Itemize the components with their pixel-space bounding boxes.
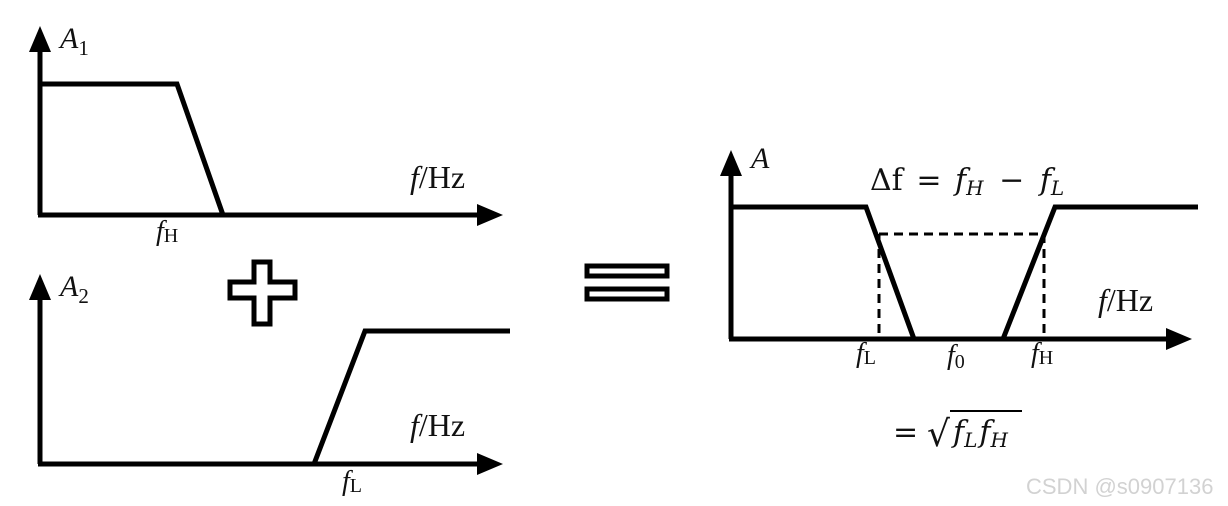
lowpass-y-axis-arrow-icon xyxy=(29,26,51,52)
lowpass-cutoff-label: fH xyxy=(156,216,178,247)
watermark-text: CSDN @s0907136 xyxy=(1026,474,1213,499)
bandstop-tick-f0: f0 xyxy=(947,340,965,373)
bandstop-x-label: f/Hz xyxy=(1098,282,1153,318)
highpass-x-axis-arrow-icon xyxy=(477,453,503,475)
bandstop-y-label: A xyxy=(749,142,770,175)
center-frequency-formula: = √ fLfH xyxy=(893,410,1022,455)
bandstop-y-axis-arrow-icon xyxy=(720,150,742,176)
svg-text:=: = xyxy=(893,415,918,450)
highpass-x-label: f/Hz xyxy=(410,407,465,443)
lowpass-panel: A1 f/Hz fH xyxy=(29,22,503,247)
lowpass-response-curve xyxy=(40,81,226,216)
lowpass-y-label: A1 xyxy=(58,22,89,60)
lowpass-x-label: f/Hz xyxy=(410,159,465,195)
highpass-y-label: A2 xyxy=(58,270,89,308)
svg-text:√: √ xyxy=(927,414,950,455)
svg-text:fLfH: fLfH xyxy=(951,415,1009,452)
bandstop-panel: A f/Hz fL f0 fH Δf = fH − fL = √ fLfH xyxy=(720,142,1198,455)
bandwidth-formula: Δf = fH − fL xyxy=(870,163,1064,203)
highpass-y-axis-arrow-icon xyxy=(29,274,51,300)
equals-sign-icon xyxy=(584,263,670,302)
bandstop-left-curve xyxy=(731,204,917,340)
plus-sign-icon xyxy=(227,259,298,327)
highpass-panel: A2 f/Hz fL xyxy=(29,270,510,497)
bandstop-tick-fl: fL xyxy=(856,338,876,369)
lowpass-x-axis-arrow-icon xyxy=(477,204,503,226)
highpass-cutoff-label: fL xyxy=(342,466,362,497)
highpass-response-curve xyxy=(311,328,510,465)
bandstop-x-axis-arrow-icon xyxy=(1166,328,1192,350)
bandstop-right-curve xyxy=(1000,204,1198,340)
bandstop-tick-fh: fH xyxy=(1031,338,1053,369)
